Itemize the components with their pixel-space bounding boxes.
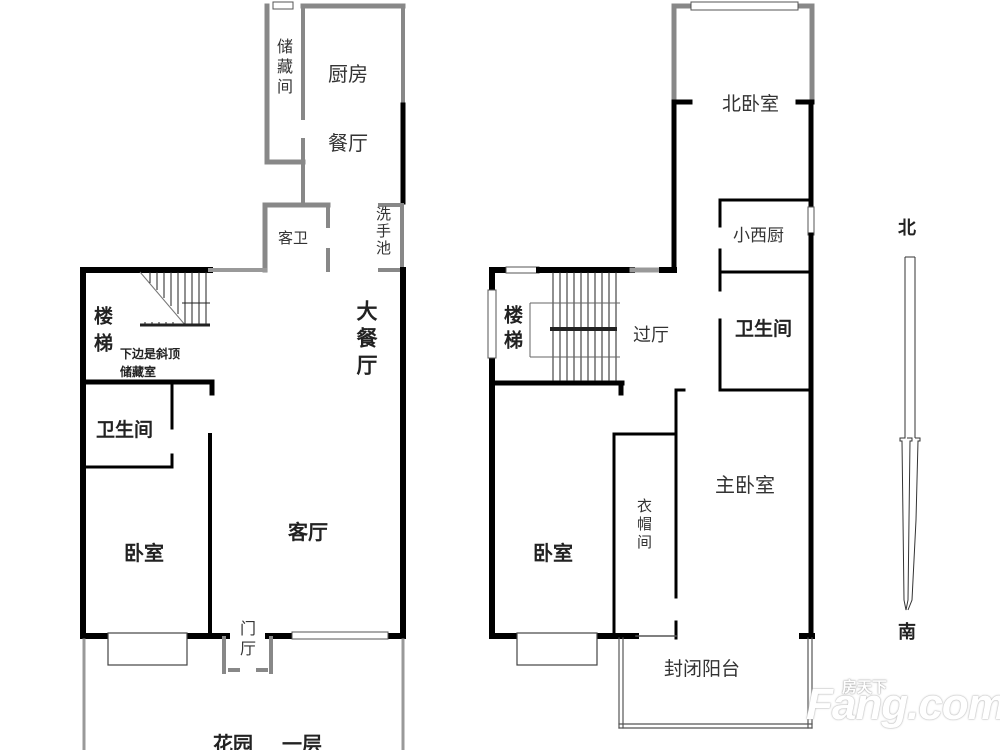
- watermark-logo: 房天下 Fang.com: [806, 678, 1000, 730]
- room-label-enclosed-balcony: 封闭阳台: [664, 658, 741, 680]
- room-label-north-bedroom: 北卧室: [722, 93, 780, 115]
- room-label-small-kitchen: 小西厨: [733, 226, 784, 246]
- room-label-storage: 储藏间: [274, 38, 293, 98]
- room-label-big-dining: 大餐厅: [354, 300, 379, 381]
- room-label-bedroom-f1: 卧室: [124, 541, 164, 565]
- stairs-note-line2: 储藏室: [120, 365, 157, 379]
- floor1-walls: [80, 1, 406, 750]
- room-label-dining: 餐厅: [328, 131, 368, 155]
- floor2-walls: [487, 1, 815, 729]
- room-label-guest-bath: 客卫: [278, 229, 309, 247]
- room-label-stairs-f1: 楼梯: [91, 306, 113, 360]
- compass-north-label: 北: [898, 218, 916, 239]
- floor2-staircase: [529, 272, 620, 381]
- room-label-living-room: 客厅: [288, 520, 328, 544]
- stairs-note-line1: 下边是斜顶: [120, 347, 181, 361]
- room-label-stairs-f2: 楼梯: [501, 305, 523, 355]
- room-label-hallway: 过厅: [633, 325, 669, 346]
- room-label-wash-basin: 洗手池: [374, 206, 392, 257]
- room-label-closet: 衣帽间: [635, 498, 653, 552]
- floor1-staircase: [139, 271, 210, 327]
- room-label-bathroom-f2: 卫生间: [735, 318, 793, 340]
- room-label-master-bedroom: 主卧室: [715, 473, 775, 497]
- room-label-bathroom-f1: 卫生间: [96, 419, 154, 441]
- watermark-brand-cn: 房天下: [842, 678, 888, 696]
- room-label-foyer: 门厅: [237, 620, 256, 660]
- watermark-brand-en: Fang.com: [806, 680, 1000, 729]
- compass-south-label: 南: [898, 622, 916, 643]
- floor-label-first-floor: 一层: [282, 732, 322, 750]
- room-label-bedroom-f2: 卧室: [533, 541, 573, 565]
- compass-arrow: [899, 256, 921, 611]
- room-label-garden: 花园: [213, 732, 253, 750]
- room-label-kitchen: 厨房: [328, 62, 368, 86]
